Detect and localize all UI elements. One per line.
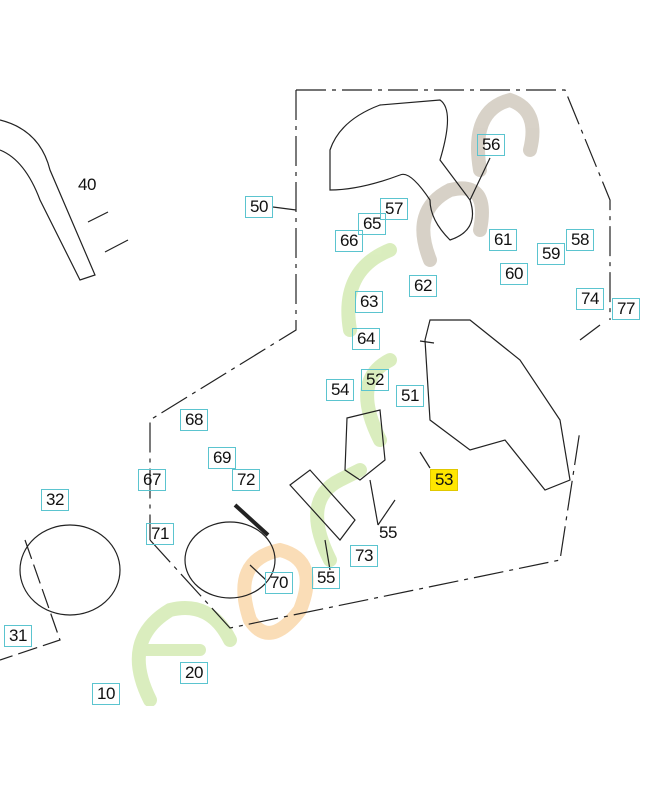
callout-64[interactable]: 64 [352,328,380,350]
lever-73 [289,469,356,541]
callout-55-upper[interactable]: 55 [379,523,397,542]
callout-40[interactable]: 40 [78,175,96,194]
brake-band-70 [184,521,276,599]
callout-73[interactable]: 73 [350,545,378,567]
callout-69[interactable]: 69 [208,447,236,469]
callout-66[interactable]: 66 [335,230,363,252]
callout-56[interactable]: 56 [477,134,505,156]
callout-51[interactable]: 51 [396,385,424,407]
callout-68[interactable]: 68 [180,409,208,431]
callout-59[interactable]: 59 [537,243,565,265]
callout-32[interactable]: 32 [41,489,69,511]
blank-bottom-area [0,706,652,800]
callout-52[interactable]: 52 [361,369,389,391]
callout-71[interactable]: 71 [146,523,174,545]
spring-72 [233,503,270,537]
callout-62[interactable]: 62 [409,275,437,297]
top-handle-56 [329,99,474,241]
callout-72[interactable]: 72 [232,469,260,491]
callout-58[interactable]: 58 [566,229,594,251]
callout-54[interactable]: 54 [326,379,354,401]
callout-10[interactable]: 10 [92,683,120,705]
cover-body [424,319,571,491]
callout-55-lower[interactable]: 55 [312,567,340,589]
callout-20[interactable]: 20 [180,662,208,684]
assembly-frame-upper [296,89,611,320]
front-handle-part [0,119,96,281]
callout-31[interactable]: 31 [4,625,32,647]
callout-67[interactable]: 67 [138,469,166,491]
callout-63[interactable]: 63 [355,291,383,313]
plate-54 [344,409,386,481]
callout-60[interactable]: 60 [500,263,528,285]
callout-53-highlighted[interactable]: 53 [430,469,458,491]
callout-70[interactable]: 70 [265,572,293,594]
clutch-cover-32 [19,524,121,616]
callout-61[interactable]: 61 [489,229,517,251]
callout-74[interactable]: 74 [576,288,604,310]
callout-57[interactable]: 57 [380,198,408,220]
callout-65[interactable]: 65 [358,213,386,235]
callout-50[interactable]: 50 [245,196,273,218]
bolt-40a [87,211,109,223]
callout-77[interactable]: 77 [612,298,640,320]
bolt-40b [104,239,129,253]
